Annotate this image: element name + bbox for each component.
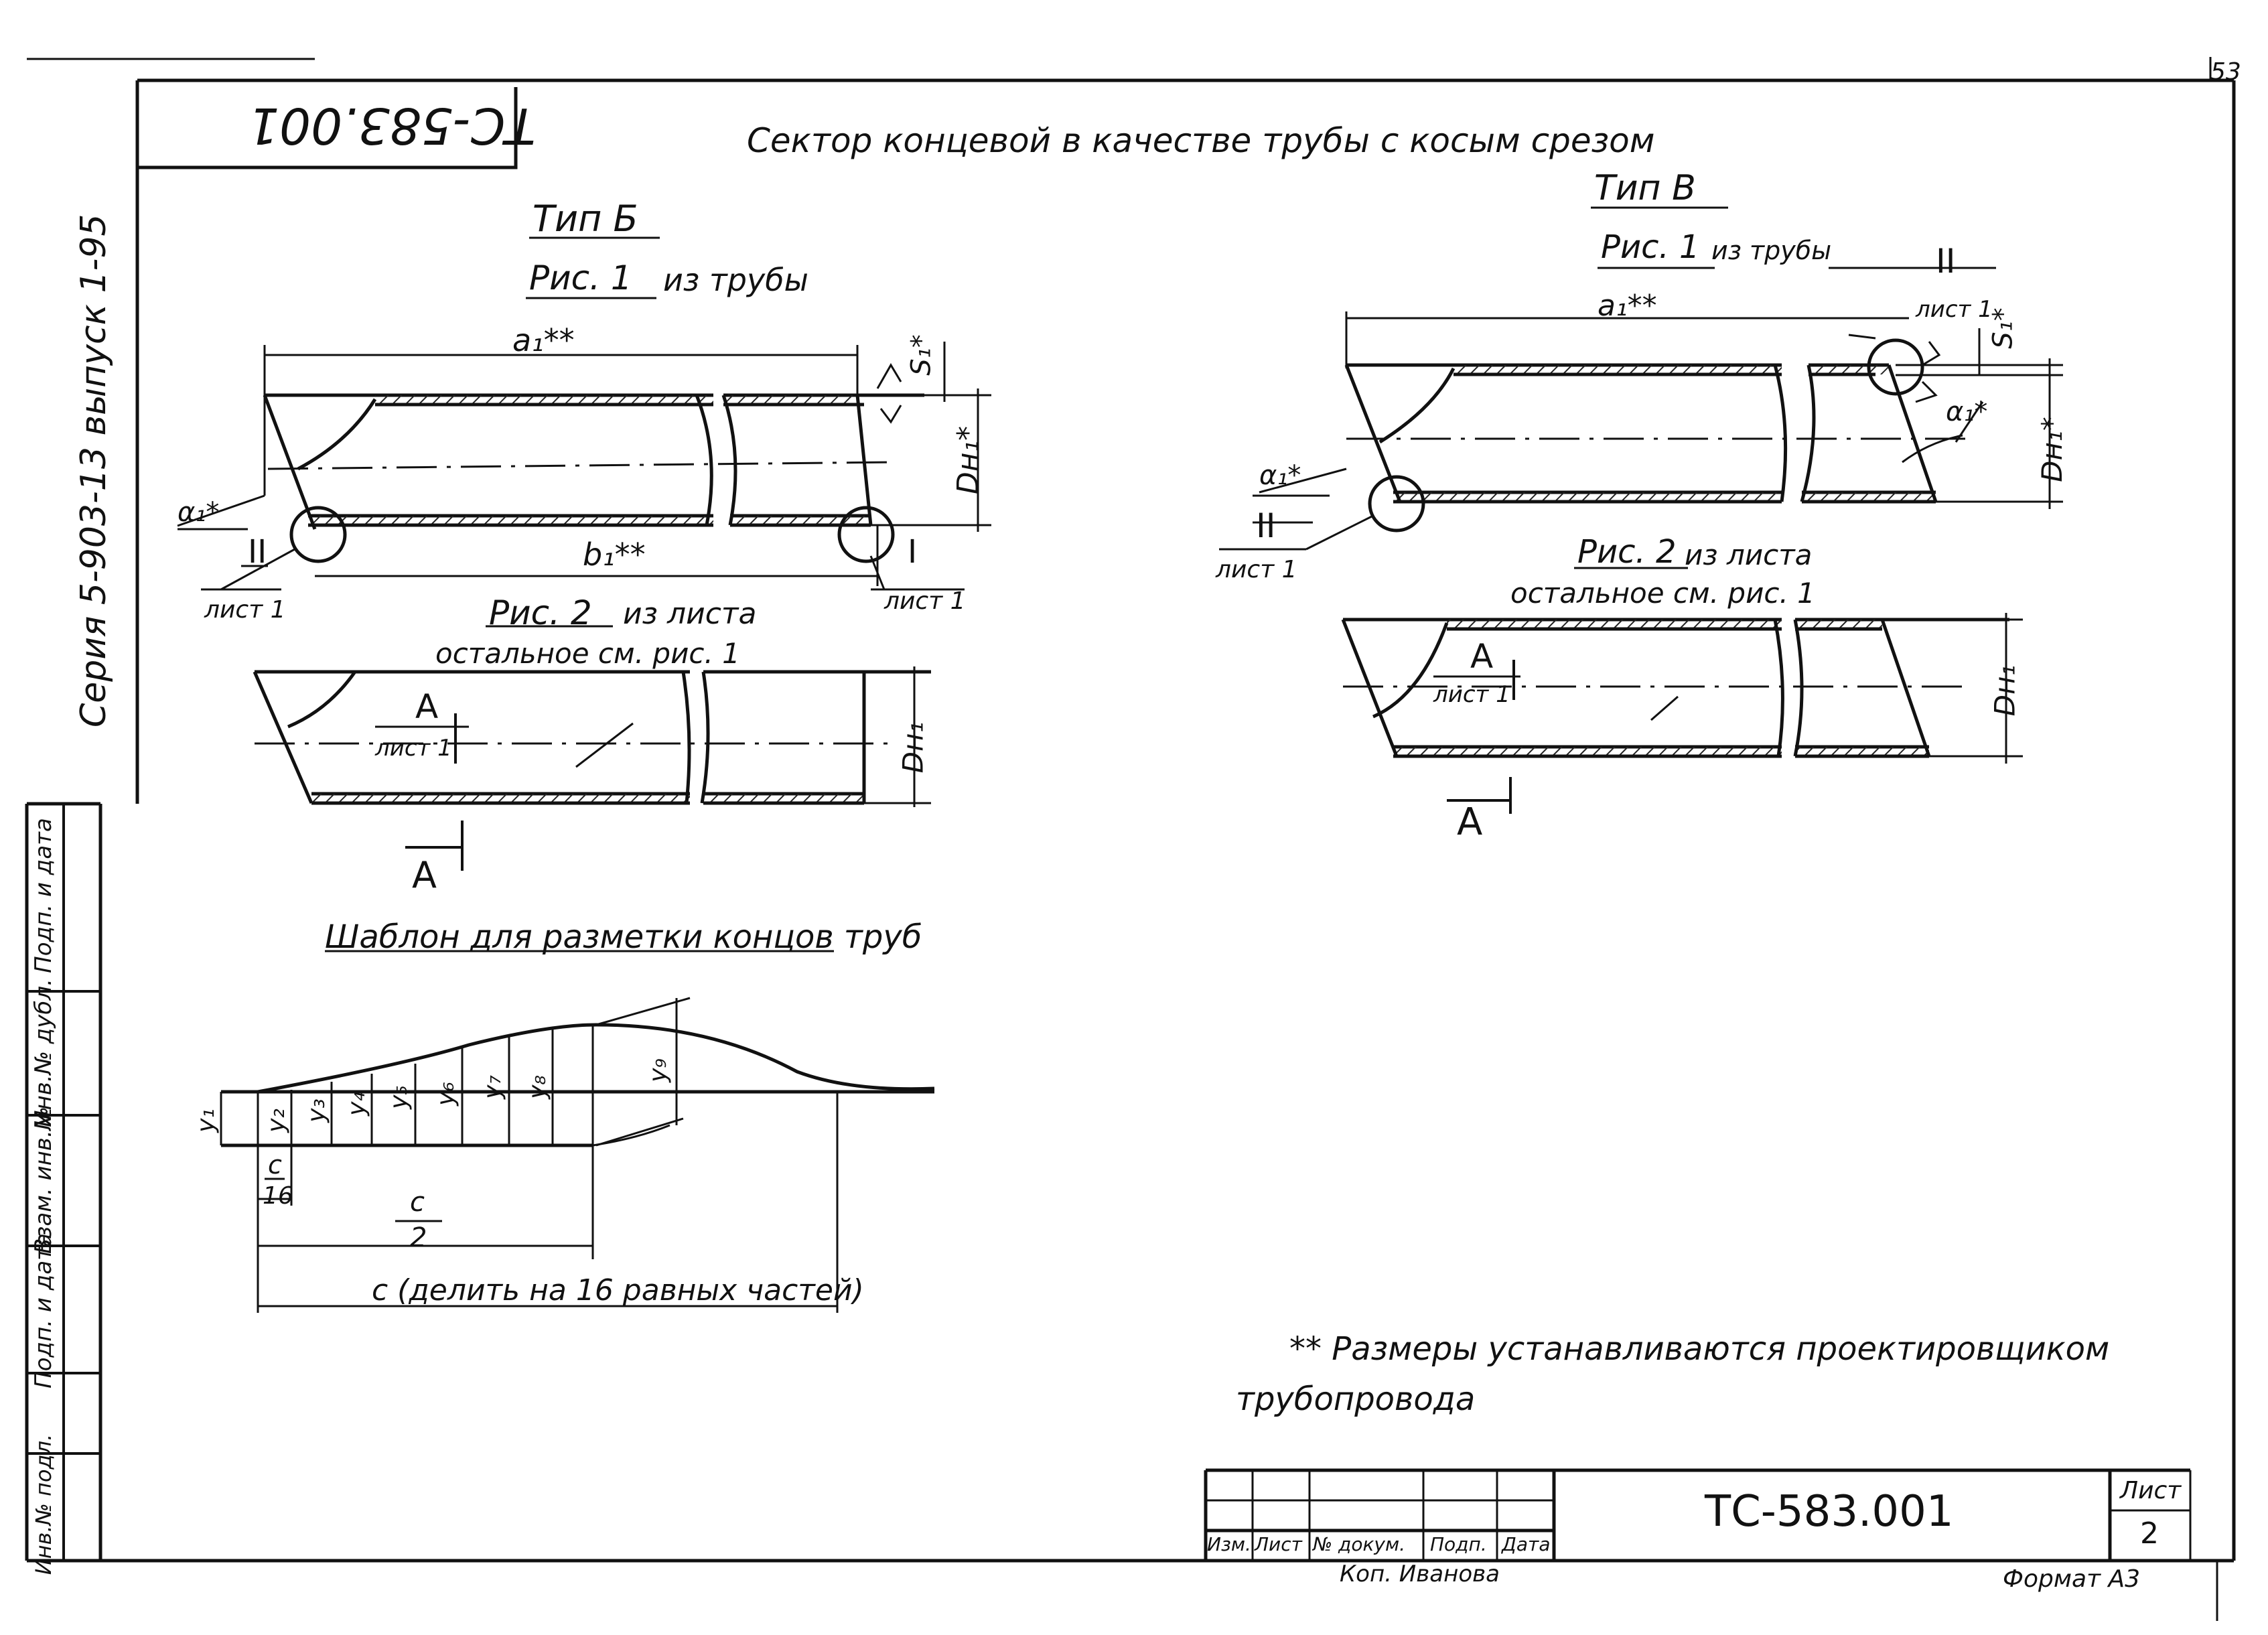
template-y1-label: y₁ — [192, 1109, 220, 1133]
template-c2-den: 2 — [410, 1222, 427, 1253]
typeb-section-mark: A — [412, 854, 437, 896]
typeb-fig2-section: A — [415, 687, 439, 726]
tb-col-doc: № докум. — [1313, 1533, 1406, 1555]
side-stamp-cell-5: Инв.№ подл. — [31, 1433, 56, 1575]
typeb-sheet-ref-right: лист 1 — [884, 587, 966, 615]
typeb-dim-dn1: Dн₁* — [951, 425, 986, 495]
typev-fig2-caption: Рис. 2 — [1577, 533, 1677, 571]
title-block-grid — [1204, 1468, 2192, 1561]
side-stamp-cell-4: Подп. и дата — [30, 1233, 57, 1389]
template-title: Шаблон для разметки концов труб — [325, 918, 922, 956]
typeb-node-II: II — [248, 533, 267, 571]
tb-format: Формат А3 — [2003, 1565, 2141, 1593]
main-title: Сектор концевой в качестве трубы с косым… — [747, 121, 1655, 160]
typev-node-II-top: II — [1936, 242, 1956, 281]
typeb-dim-a1: a₁** — [512, 322, 575, 358]
sheet-frame — [25, 57, 2236, 1621]
template-y3-label: y₃ — [302, 1098, 330, 1123]
template-c16-num: c — [268, 1150, 282, 1180]
caption-underlines — [241, 206, 1996, 952]
typev-section-mark: A — [1457, 800, 1483, 844]
typeb-fig2-caption: Рис. 2 — [489, 593, 592, 632]
typev-dim-alpha-right: α₁* — [1946, 397, 1988, 427]
tb-doc-code: ТС-583.001 — [1705, 1487, 1954, 1537]
note-line-2: трубопровода — [1236, 1380, 1476, 1418]
typeb-title: Тип Б — [533, 198, 638, 240]
typeb-dim-alpha: α₁* — [178, 497, 220, 528]
tb-col-izm: Изм. — [1207, 1533, 1251, 1555]
template-c-full: c (делить на 16 равных частей) — [372, 1273, 864, 1307]
typev-fig1-sub: из трубы — [1711, 236, 1832, 265]
typev-fig1 — [1219, 311, 2063, 551]
typev-dim-dn1: Dн₁* — [2035, 417, 2068, 482]
typeb-fig2-dn1: Dн₁ — [896, 721, 930, 774]
tb-sheet-no: 2 — [2140, 1516, 2159, 1551]
typeb-dim-b1: b₁** — [583, 537, 646, 573]
typev-node-II-top-ref: лист 1 — [1916, 296, 1993, 323]
mirrored-stamp-box — [137, 87, 518, 169]
typev-fig2-section: A — [1470, 637, 1494, 676]
typeb-dim-s1: S₁* — [906, 334, 937, 376]
typev-fig2 — [1341, 613, 2023, 814]
tb-col-list: Лист — [1255, 1533, 1302, 1555]
template-y9-label: y₉ — [644, 1058, 672, 1082]
tb-sheet-label: Лист — [2120, 1477, 2182, 1504]
mirrored-stamp-code: ТС-583.001 — [248, 96, 536, 154]
side-series-label: Серия 5-903-13 выпуск 1-95 — [74, 214, 114, 728]
typeb-fig2-sub: из листа — [623, 597, 757, 631]
corner-page-number: 53 — [2210, 58, 2241, 86]
tb-col-date: Дата — [1502, 1533, 1551, 1555]
typev-fig2-note: остальное см. рис. 1 — [1510, 577, 1815, 610]
typeb-fig2-section-ref: лист 1 — [375, 735, 452, 762]
template-c16-den: 16 — [263, 1182, 293, 1210]
typev-fig2-dn1: Dн₁ — [1988, 664, 2022, 717]
template-y5-label: y₅ — [384, 1085, 413, 1109]
template-y2-label: y₂ — [262, 1109, 290, 1133]
note-line-1: ** Размеры устанавливаются проектировщик… — [1289, 1330, 2110, 1368]
template-y4-label: y₄ — [342, 1092, 370, 1116]
typev-node-II-bottom: II — [1256, 506, 1276, 545]
template-y7-label: y₇ — [478, 1075, 506, 1099]
typeb-fig2-note: остальное см. рис. 1 — [435, 637, 740, 670]
typeb-fig2 — [253, 666, 931, 871]
template-diagram — [220, 997, 935, 1313]
typeb-fig1-caption: Рис. 1 — [529, 259, 632, 297]
side-stamp-grid — [27, 804, 100, 1561]
typev-dim-s1: S₁* — [1987, 307, 2019, 349]
typev-dim-a1: a₁** — [1598, 289, 1657, 323]
typeb-fig1-sub: из трубы — [663, 262, 808, 298]
tb-copied-by: Коп. Иванова — [1340, 1561, 1500, 1587]
tb-col-sign: Подп. — [1430, 1533, 1487, 1555]
typev-fig2-sub: из листа — [1685, 539, 1813, 571]
typeb-node-I: I — [908, 533, 918, 571]
typev-dim-alpha-left: α₁* — [1259, 460, 1301, 491]
typev-fig1-caption: Рис. 1 — [1601, 228, 1700, 266]
typev-fig2-section-ref: лист 1 — [1433, 681, 1510, 708]
typev-node-II-bottom-ref: лист 1 — [1216, 556, 1297, 583]
typev-title: Тип В — [1594, 168, 1696, 208]
side-stamp-cell-1: Подп. и дата — [30, 818, 57, 973]
template-y6-label: y₆ — [431, 1082, 459, 1106]
template-y8-label: y₈ — [523, 1075, 551, 1099]
typeb-fig1 — [177, 342, 991, 591]
typeb-sheet-ref-left: лист 1 — [204, 596, 286, 624]
template-c2-num: c — [410, 1187, 425, 1218]
